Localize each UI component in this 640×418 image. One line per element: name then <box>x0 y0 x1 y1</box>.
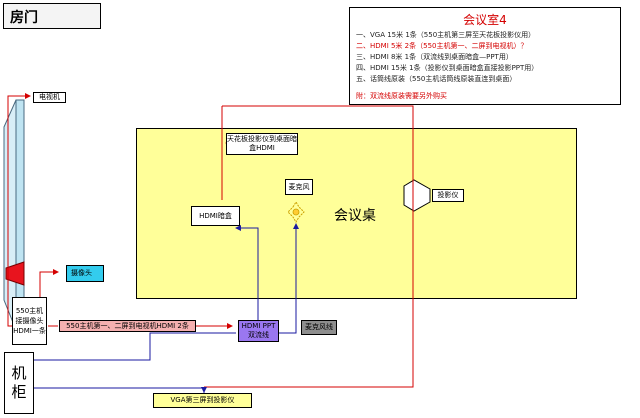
microphone-label: 麦克风 <box>285 179 313 195</box>
note-line-4: 四、HDMI 15米 1条（投影仪到桌面暗盒直接投影PPT用） <box>356 64 539 72</box>
ceiling-projector-label: 天花板投影仪到桌面暗盒HDMI <box>226 133 298 155</box>
microphone-icon <box>287 201 305 223</box>
camera-label: 摄像头 <box>66 265 104 282</box>
camera-icon <box>5 261 25 286</box>
tv-screen-icon <box>3 99 17 331</box>
door-label: 房门 <box>3 3 101 29</box>
hdmi-box-label: HDMI暗盒 <box>191 206 240 226</box>
hdmi-ppt-label: HDMI PPT双流线 <box>238 320 279 342</box>
notes-title: 会议室4 <box>463 13 507 27</box>
conference-table-label: 会议桌 <box>334 208 376 224</box>
mic-line <box>279 223 299 334</box>
camera-cable-label: 550主机接摄像头HDMI一条 <box>12 297 47 345</box>
vga-third-screen-label: VGA第三屏到投影仪 <box>153 393 252 408</box>
note-line-1: 一、VGA 15米 1条（550主机第三屏至天花板投影仪用） <box>356 31 536 39</box>
note-line-2: 二、HDMI 5米 2条（550主机第一、二屏到电视机）？ <box>356 42 528 50</box>
equipment-notes: 会议室4 一、VGA 15米 1条（550主机第三屏至天花板投影仪用） 二、HD… <box>349 7 621 105</box>
cam-to-camera-line <box>39 269 59 297</box>
notes-warning: 附：双流线原装需要另外购买 <box>356 92 447 100</box>
mic-cable-label: 麦克风线 <box>301 320 337 335</box>
note-line-3: 三、HDMI 8米 1条（双流线到桌面暗盒—PPT用） <box>356 53 513 61</box>
cabinet-to-ppt-line <box>34 332 236 361</box>
tv-label: 电视机 <box>33 92 66 103</box>
ceiling-frame-top <box>204 105 414 388</box>
host-tv-cable-label: 550主机第一、二屏到电视机HDMI 2条 <box>59 320 196 332</box>
projector-label: 投影仪 <box>432 189 464 202</box>
ppt-to-box-line <box>235 225 259 320</box>
note-line-5: 五、话筒线原装（550主机话筒线原装直连到桌面） <box>356 75 517 83</box>
cabinet-label: 机柜 <box>4 352 34 414</box>
projector-icon <box>403 179 431 212</box>
tv-feed-line <box>7 93 31 327</box>
